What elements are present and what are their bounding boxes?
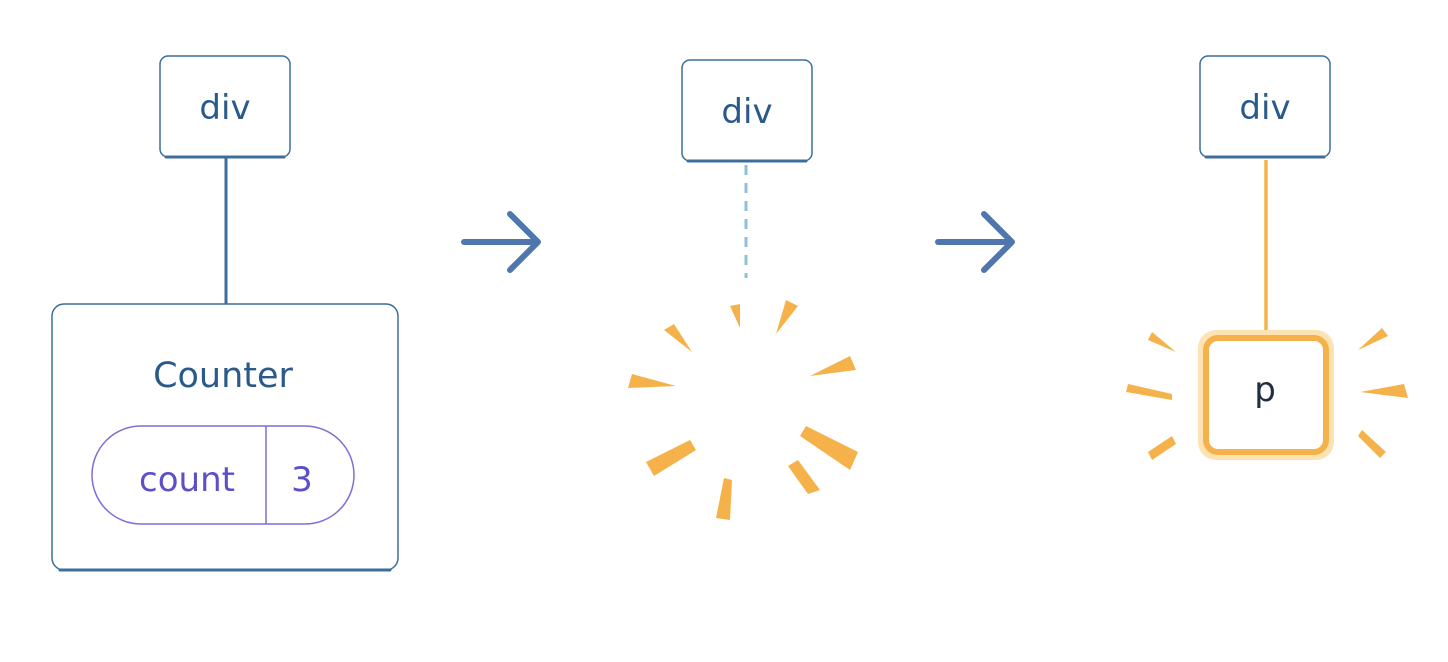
step1-tree: div Counter count 3 [51,55,399,572]
arrow-right-icon [935,211,1015,273]
step3-tree: div p [1126,55,1408,460]
step2-tree: div [628,59,858,520]
sparkle-burst-icon [628,300,858,520]
state-pill: count 3 [91,425,355,525]
step2-div-label: div [721,92,772,132]
p-node [1203,335,1329,455]
p-node-label: p [1254,370,1276,410]
step3-div-label: div [1239,88,1290,128]
step1-div-label: div [199,88,250,128]
sparkle-burst-icon [1126,328,1408,460]
state-value: 3 [291,460,313,500]
arrow-right-icon [461,211,541,273]
state-name: count [139,460,235,500]
counter-label: Counter [153,356,293,396]
